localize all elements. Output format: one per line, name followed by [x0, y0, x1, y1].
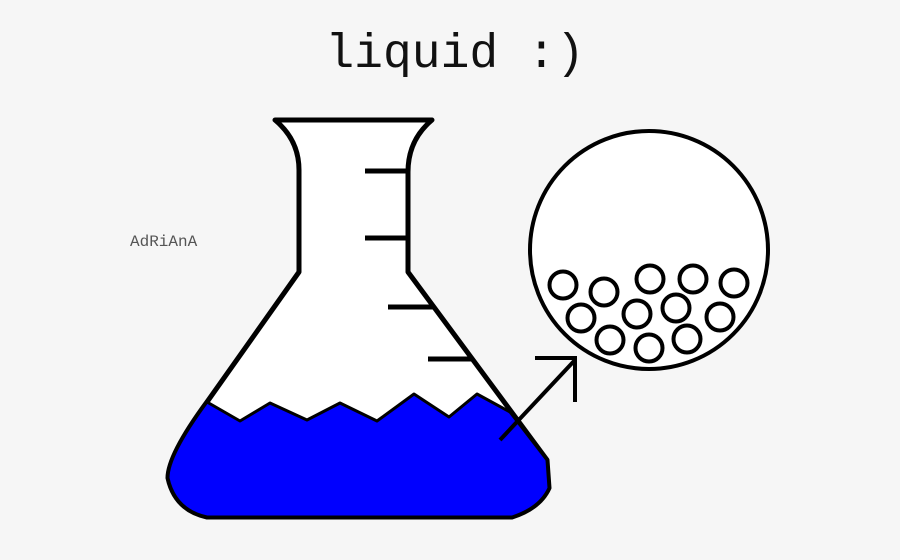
particle [621, 298, 653, 330]
particle [677, 263, 709, 295]
author-label: AdRiAnA [130, 233, 198, 251]
graduation-marks [365, 168, 472, 362]
particles [547, 263, 750, 364]
particle [588, 276, 620, 308]
diagram-title: liquid :) [325, 28, 585, 82]
liquid [166, 392, 551, 519]
arrow-icon [498, 356, 577, 442]
particle [704, 301, 736, 333]
particle [671, 323, 703, 355]
particle [634, 263, 666, 295]
particle [718, 267, 750, 299]
particle [547, 269, 579, 301]
particle [633, 332, 665, 364]
particle [565, 302, 597, 334]
particle [594, 324, 626, 356]
particle [660, 292, 692, 324]
